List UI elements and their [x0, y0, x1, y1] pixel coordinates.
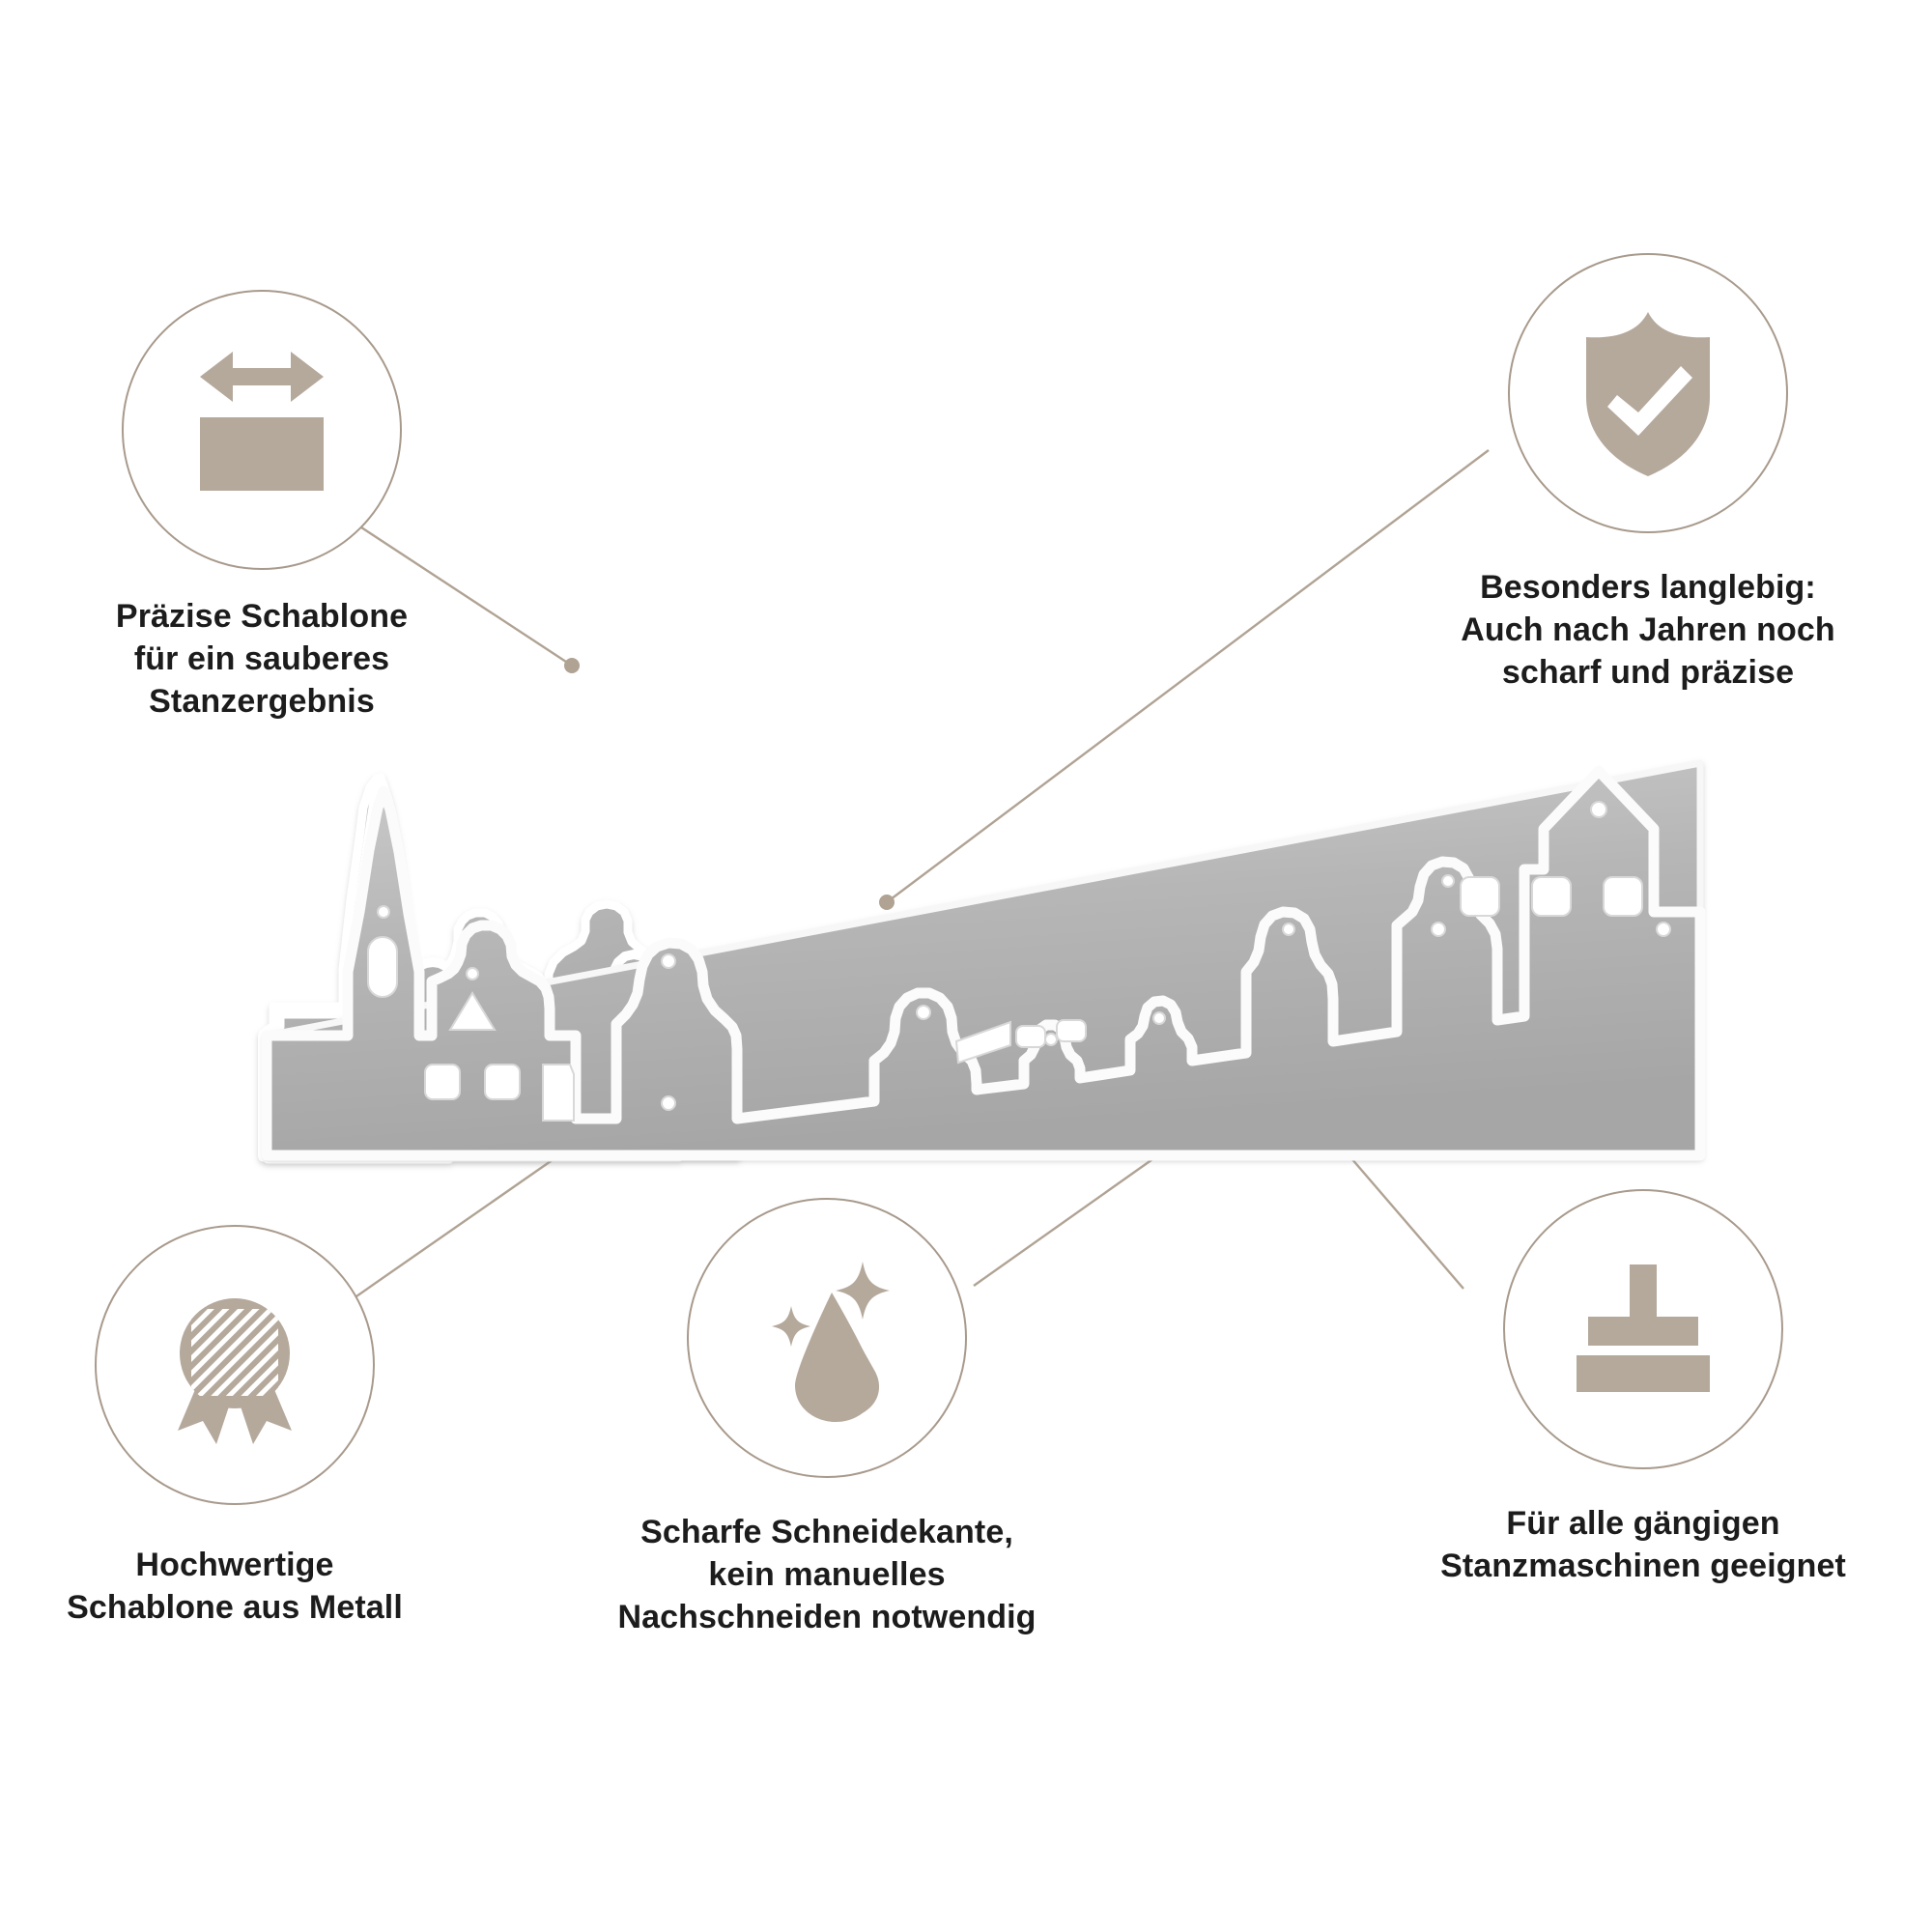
feature-quality: Hochwertige Schablone aus Metall [0, 1225, 486, 1629]
die-artwork [263, 759, 1704, 1159]
die-cutouts [367, 801, 1671, 1122]
die-reg-hole-1 [1431, 922, 1446, 937]
die-window-right-2 [1531, 876, 1572, 917]
die-window-steeple [367, 936, 398, 998]
die-cut-bench-1 [1015, 1025, 1046, 1048]
die-hole-figure-2 [1044, 1033, 1058, 1046]
feature-machines: Für alle gängigen Stanzmaschinen geeigne… [1392, 1189, 1894, 1587]
die-final [261, 765, 1706, 1161]
quality-badge-icon [178, 1298, 292, 1444]
die-cut-slope [954, 1020, 1011, 1065]
die-body [258, 774, 684, 1162]
die-hole-small-tree-1 [1282, 923, 1295, 936]
die-window-right-3 [1603, 876, 1643, 917]
connector-dot-machines [1331, 1136, 1347, 1151]
feature-sharp: Scharfe Schneidekante, kein manuelles Na… [576, 1198, 1078, 1639]
shield-check-icon [1586, 311, 1710, 476]
die-window-house-1 [424, 1064, 461, 1100]
connector-dot-quality [568, 1136, 583, 1151]
die-window-house-2 [484, 1064, 521, 1100]
feature-machines-caption: Für alle gängigen Stanzmaschinen geeigne… [1440, 1505, 1846, 1585]
feature-durable-bubble [1508, 253, 1788, 533]
die-hole-figure-1 [916, 1005, 931, 1020]
feature-durable: Besonders langlebig: Auch nach Jahren no… [1397, 253, 1899, 695]
die-church-body [263, 1033, 459, 1162]
connector-dot-precision [564, 658, 580, 673]
die-hole-tree-top [661, 953, 676, 969]
die-hole-steeple [377, 905, 390, 919]
die-silhouette [258, 780, 741, 1160]
stamp-press-icon [1577, 1264, 1710, 1392]
die-cut-bench-2 [1056, 1019, 1087, 1042]
connector-dot-durable [879, 895, 895, 910]
die-base-plate [263, 759, 1704, 1159]
width-arrow-rectangle-icon [200, 352, 324, 491]
feature-quality-bubble [95, 1225, 375, 1505]
die-window-right-1 [1460, 876, 1500, 917]
die-reg-hole-2 [1656, 922, 1671, 937]
feature-machines-bubble [1503, 1189, 1783, 1469]
feature-precision-bubble [122, 290, 402, 570]
feature-precision: Präzise Schablone für ein sauberes Stanz… [11, 290, 513, 724]
die-hole-tree-base [661, 1095, 676, 1111]
die-hole-house-gable [466, 967, 479, 980]
die-door-house [542, 1064, 575, 1122]
die-church-spire [355, 774, 407, 903]
feature-durable-caption: Besonders langlebig: Auch nach Jahren no… [1461, 569, 1835, 692]
feature-precision-caption: Präzise Schablone für ein sauberes Stanz… [115, 598, 409, 721]
feature-sharp-caption: Scharfe Schneidekante, kein manuelles Na… [617, 1514, 1037, 1636]
die-church [263, 773, 454, 1164]
die-vent-house-gable [448, 991, 497, 1031]
feature-sharp-bubble [687, 1198, 967, 1478]
die-hole-figure-3 [1152, 1011, 1166, 1025]
feature-quality-caption: Hochwertige Schablone aus Metall [67, 1547, 403, 1627]
die-hole-right-house [1590, 801, 1607, 818]
connector-dot-sharp [1164, 1138, 1179, 1153]
die-outline [261, 765, 1706, 1161]
droplet-sparkle-icon [772, 1261, 890, 1422]
die-hole-small-tree-2 [1441, 874, 1455, 888]
